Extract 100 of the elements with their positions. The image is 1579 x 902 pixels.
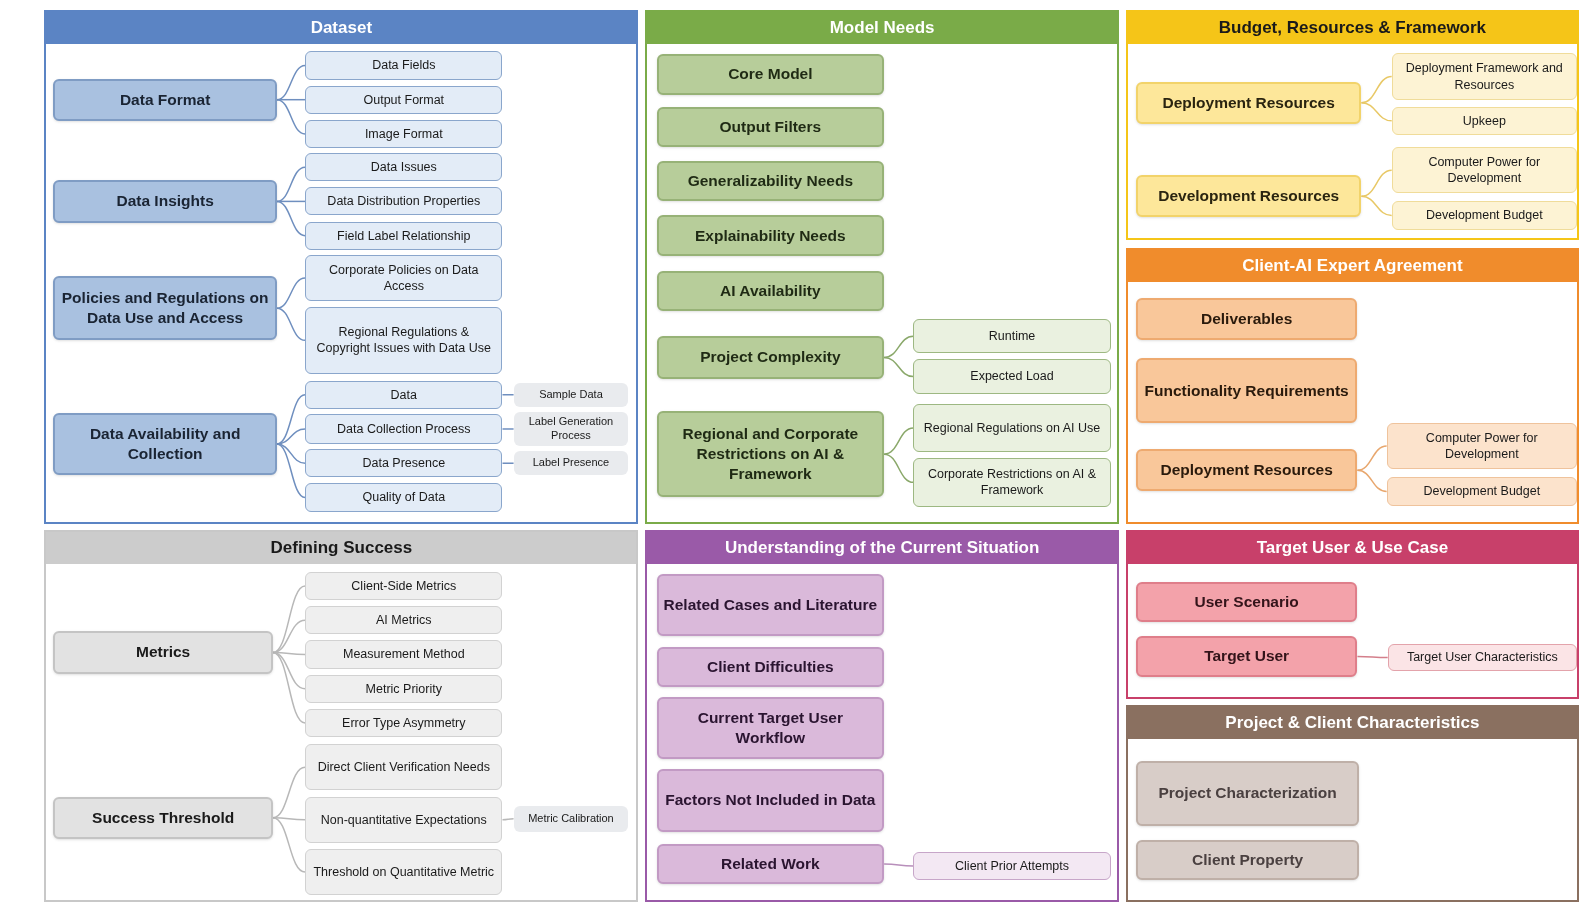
category-box: Client Property [1135, 839, 1360, 881]
connector-line [272, 651, 306, 724]
connector-line [276, 64, 306, 101]
category-box: User Scenario [1135, 582, 1358, 623]
section-panel [1125, 10, 1579, 240]
subcategory-box: Corporate Policies on Data Access [305, 254, 503, 302]
section-panel [1125, 247, 1579, 524]
subcategory-box: Non-quantitative Expectations [305, 796, 503, 843]
subcategory-box: Data Distribution Properties [305, 187, 503, 216]
section-panel [645, 529, 1119, 902]
subcategory-box: Regional Regulations on AI Use [913, 403, 1111, 453]
subcategory-box: Target User Characteristics [1387, 644, 1577, 671]
connector-line [1356, 445, 1388, 472]
category-box: Data Insights [53, 180, 277, 223]
subcategory-box: Threshold on Quantitative Metric [305, 848, 503, 896]
connector-line [883, 427, 915, 455]
detail-box: Sample Data [513, 382, 629, 407]
subcategory-box: Data Issues [305, 153, 503, 182]
subcategory-box: Metric Priority [305, 674, 503, 703]
category-box: AI Availability [656, 270, 885, 312]
category-box: Project Characterization [1135, 761, 1360, 826]
category-box: Metrics [53, 631, 273, 674]
category-box: Deployment Resources [1135, 81, 1362, 124]
category-box: Client Difficulties [656, 646, 885, 687]
connector-line [272, 766, 306, 819]
connector-line [1360, 169, 1393, 198]
category-box: Regional and Corporate Restrictions on AI & Framework [656, 410, 885, 498]
category-box: Deliverables [1135, 298, 1358, 341]
subcategory-box: Direct Client Verification Needs [305, 744, 503, 791]
category-box: Project Complexity [656, 336, 885, 379]
subcategory-box: Upkeep [1391, 106, 1577, 135]
subcategory-box: Computer Power for Development [1386, 422, 1577, 470]
subcategory-box: AI Metrics [305, 606, 503, 635]
connector-line [1360, 195, 1393, 217]
category-box: Policies and Regulations on Data Use and Access [53, 275, 277, 341]
connector-line [883, 335, 915, 359]
subcategory-box: Client Prior Attempts [913, 851, 1111, 881]
connector-line [276, 277, 306, 309]
subcategory-box: Expected Load [913, 359, 1111, 394]
connector-line [276, 200, 306, 237]
detail-box: Label Generation Process [513, 411, 629, 447]
category-box: Current Target User Workflow [656, 696, 885, 760]
subcategory-box: Output Format [305, 85, 503, 114]
category-box: Target User [1135, 636, 1358, 677]
section-header: Defining Success [46, 531, 637, 564]
subcategory-box: Development Budget [1391, 201, 1577, 230]
category-box: Success Threshold [53, 796, 273, 839]
subcategory-box: Data Presence [305, 449, 503, 478]
connector-line [501, 428, 515, 430]
section-header: Client-AI Expert Agreement [1127, 249, 1577, 282]
connector-line [276, 166, 306, 203]
subcategory-box: Computer Power for Development [1391, 147, 1577, 194]
section-panel [1125, 529, 1579, 699]
connector-line [272, 816, 306, 873]
connector-line [276, 307, 306, 342]
category-box: Related Work [656, 843, 885, 885]
connector-line [1356, 469, 1388, 493]
category-box: Deployment Resources [1135, 449, 1358, 492]
connector-line [501, 462, 515, 464]
section-header: Dataset [46, 12, 637, 45]
subcategory-box: Field Label Relationship [305, 221, 503, 250]
connector-line [272, 585, 306, 654]
category-box: Output Filters [656, 106, 885, 147]
subcategory-box: Development Budget [1386, 477, 1577, 506]
section-header: Target User & Use Case [1127, 531, 1577, 564]
section-panel [44, 529, 639, 902]
section-header: Understanding of the Current Situation [647, 531, 1117, 564]
subcategory-box: Client-Side Metrics [305, 571, 503, 601]
connector-line [1360, 101, 1393, 122]
subcategory-box: Measurement Method [305, 640, 503, 669]
category-box: Development Resources [1135, 175, 1362, 218]
connector-line [883, 453, 915, 484]
category-box: Generalizability Needs [656, 161, 885, 202]
connector-line [276, 98, 306, 135]
category-box: Data Availability and Collection [53, 412, 277, 476]
connector-line [501, 394, 515, 396]
category-box: Data Format [53, 78, 277, 121]
subcategory-box: Quality of Data [305, 483, 503, 512]
connector-line [883, 356, 915, 378]
subcategory-box: Runtime [913, 319, 1111, 354]
category-box: Core Model [656, 54, 885, 95]
subcategory-box: Regional Regulations & Copyright Issues with Data Use [305, 307, 503, 374]
subcategory-box: Data Fields [305, 51, 503, 80]
section-panel [1125, 704, 1579, 902]
section-panel [645, 10, 1119, 524]
category-box: Explainability Needs [656, 215, 885, 256]
category-box: Related Cases and Literature [656, 574, 885, 637]
section-panel [44, 10, 639, 524]
subcategory-box: Deployment Framework and Resources [1391, 53, 1577, 100]
subcategory-box: Data Collection Process [305, 413, 503, 445]
subcategory-box: Data [305, 380, 503, 409]
connector-line [272, 619, 306, 654]
subcategory-box: Error Type Asymmetry [305, 708, 503, 738]
category-box: Functionality Requirements [1135, 358, 1358, 423]
subcategory-box: Image Format [305, 119, 503, 148]
section-header: Model Needs [647, 12, 1117, 45]
connector-line [276, 443, 306, 499]
detail-box: Metric Calibration [513, 805, 629, 832]
subcategory-box: Corporate Restrictions on AI & Framework [913, 458, 1111, 507]
section-header: Budget, Resources & Framework [1127, 12, 1577, 45]
